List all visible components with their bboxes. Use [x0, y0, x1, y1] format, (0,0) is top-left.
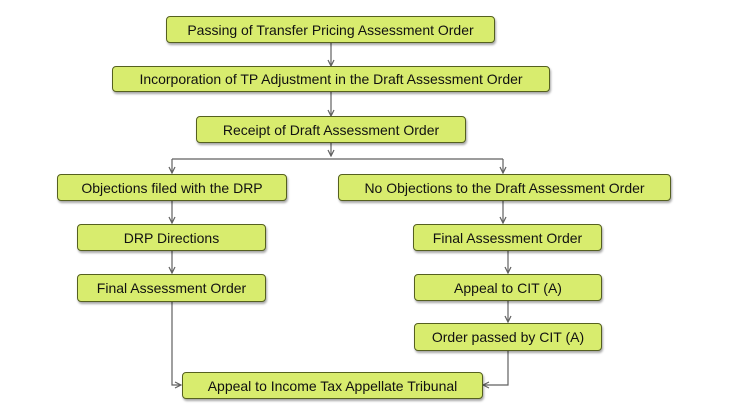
arrow-final-left-to-itat — [171, 302, 181, 385]
node-no-objections: No Objections to the Draft Assessment Or… — [338, 174, 671, 201]
node-order-cit: Order passed by CIT (A) — [414, 323, 602, 351]
node-incorporation-tp-adjustment: Incorporation of TP Adjustment in the Dr… — [112, 66, 550, 92]
node-receipt-draft-order: Receipt of Draft Assessment Order — [196, 116, 466, 143]
node-objections-drp: Objections filed with the DRP — [57, 174, 287, 201]
arrow-order-cit-to-itat — [483, 351, 509, 385]
node-final-assessment-right: Final Assessment Order — [413, 224, 602, 251]
node-drp-directions: DRP Directions — [77, 224, 266, 251]
node-appeal-cit: Appeal to CIT (A) — [414, 274, 602, 301]
node-appeal-itat: Appeal to Income Tax Appellate Tribunal — [182, 372, 483, 399]
node-tp-assessment-order: Passing of Transfer Pricing Assessment O… — [166, 16, 495, 43]
node-final-assessment-left: Final Assessment Order — [77, 274, 266, 302]
